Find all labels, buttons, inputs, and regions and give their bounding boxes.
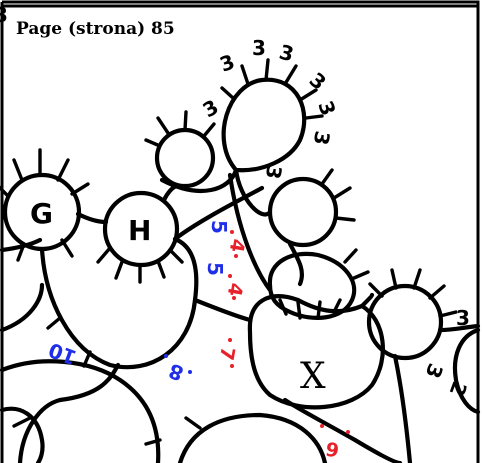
chain-midring-down [287,241,305,287]
count-red-4a: 4 [225,237,249,254]
chain-bottom-mid [57,362,121,403]
chain-left-lower [0,282,45,333]
chain-top-down [233,167,273,217]
count-red-7: 7 [215,345,239,362]
chain-h-right [172,185,265,242]
arc-bottom-center [177,412,328,463]
arc-lower-left-3 [0,406,45,463]
count-top-2: 3 [217,49,238,76]
ring-mid-right [267,176,339,248]
red-dots [228,230,350,434]
chain-to-x [192,297,253,323]
ring-right [366,283,444,361]
count-blue-5a: 5 [207,220,231,234]
ring-g-label: G [30,197,53,230]
count-right-1: 3 [305,67,331,94]
ring-h-label: H [128,214,151,247]
page-label: Page (strona) 85 [16,19,175,39]
blue-dots [164,354,192,374]
count-far-right-3: 2 [445,378,472,399]
ring-x [247,294,385,410]
ring-top [221,77,307,173]
count-left-stem: 3 [0,3,8,27]
ring-upper-small [154,127,216,189]
count-right-3: 3 [309,129,335,147]
count-far-right-2: 3 [421,360,448,381]
count-red-4b: 4 [223,281,247,298]
count-far-right-1: 3 [456,306,470,330]
chain-left-large [39,236,199,370]
ring-x-label: X [300,356,326,397]
count-top-1: 3 [199,95,223,123]
picots [0,58,458,446]
chain-x-right [359,292,375,309]
count-right-2: 3 [313,98,340,119]
count-mid-3: 3 [261,163,287,181]
count-blue-8: 8 [165,359,186,386]
chain-h-up [161,183,179,203]
chain-g-h [75,211,109,225]
chain-right-edge [437,323,481,333]
chain-right-down [392,353,413,463]
count-red-6: 6 [324,437,341,461]
chain-h-x [227,172,273,293]
count-top-4: 3 [277,40,297,67]
ring-edge-right [452,327,481,415]
chain-upper-top [159,167,239,193]
count-blue-5b: 5 [203,262,227,276]
chain-x-bottom [282,397,403,463]
count-top-3: 3 [252,36,266,60]
arc-lower-left-1 [0,359,161,463]
